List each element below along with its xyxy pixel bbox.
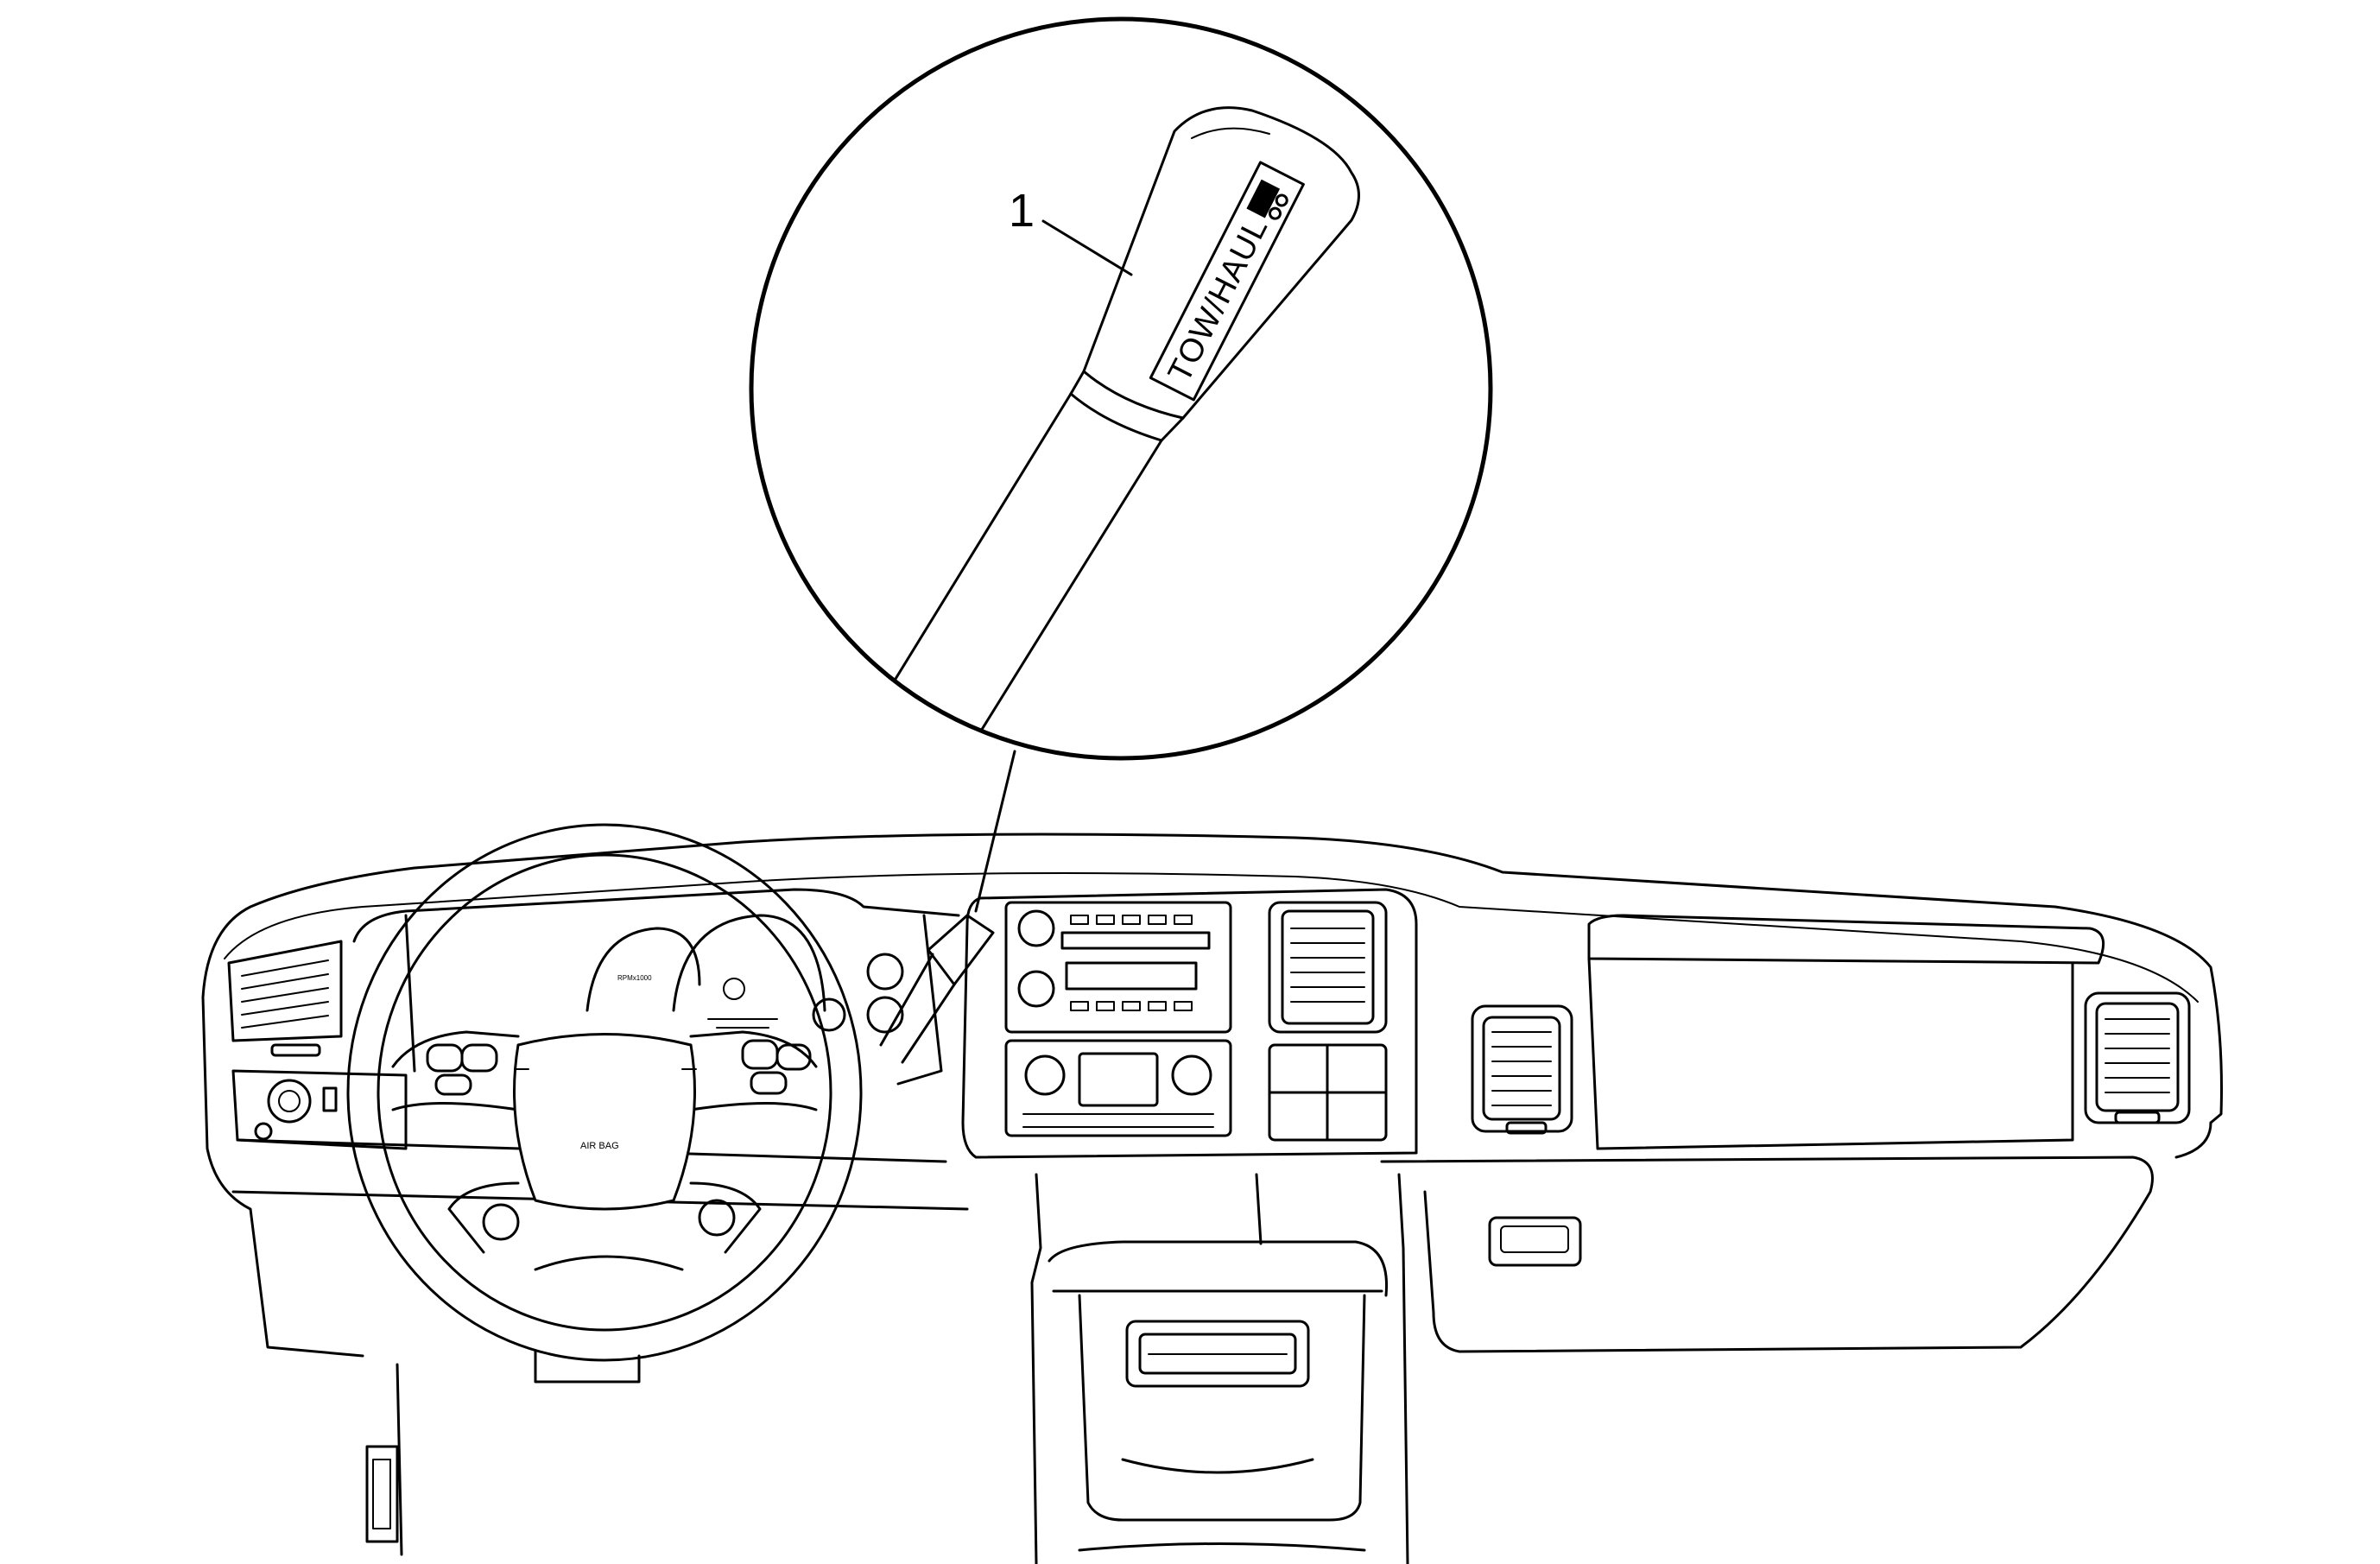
towhaul-button-on-shifter[interactable]: [927, 914, 995, 986]
steering-wheel: AIR BAG: [346, 823, 863, 1384]
callout-number: 1: [1009, 185, 1035, 237]
temp-knob[interactable]: [1171, 1054, 1212, 1096]
left-outer-vent: [227, 940, 343, 1057]
upper-glovebox: [1587, 914, 2105, 1150]
cluster-hood: [352, 888, 960, 943]
detail-view: TOW/HAUL: [749, 16, 1493, 761]
detail-circle: [749, 16, 1493, 761]
left-radio-controls[interactable]: [426, 1043, 498, 1096]
floor-console: [1030, 1173, 1409, 1564]
temp-gauge: [866, 996, 904, 1034]
steering-wheel-rim-outer: [346, 823, 863, 1362]
radio-volume-knob[interactable]: [1017, 909, 1055, 947]
instrument-panel: RPMx1000 AIR BAG: [201, 823, 2223, 1564]
dash-top-outline: [201, 833, 2223, 1124]
dash-left-end: [201, 996, 364, 1358]
center-stack: [961, 888, 1418, 1159]
callout-leader-line: [1041, 219, 1133, 276]
shift-lever-closeup: TOW/HAUL: [870, 106, 1360, 757]
tach-label: RPMx1000: [617, 974, 652, 982]
console-front-panel: [1078, 1294, 1366, 1522]
glovebox-latch[interactable]: [1488, 1216, 1582, 1267]
lower-right-spoke-button[interactable]: [698, 1199, 736, 1237]
right-outer-vent: [2084, 991, 2191, 1124]
shift-shaft-left-edge: [870, 392, 1073, 719]
lower-left-spoke-button[interactable]: [482, 1203, 520, 1241]
right-spoke-bottom: [689, 1102, 818, 1111]
airbag-label: AIR BAG: [580, 1141, 619, 1151]
towhaul-button-frame: [1149, 161, 1305, 402]
fan-knob[interactable]: [1024, 1054, 1066, 1096]
steering-wheel-rim-inner: [377, 853, 832, 1332]
left-spoke-top: [391, 1030, 520, 1068]
left-spoke-bottom: [391, 1102, 520, 1111]
headlamp-knob[interactable]: [267, 1079, 312, 1124]
climate-control[interactable]: [1004, 1039, 1232, 1137]
lower-right-spoke: [689, 1181, 762, 1254]
center-switch-bank[interactable]: [1268, 1043, 1388, 1142]
lower-left-spoke: [447, 1181, 520, 1254]
right-cruise-controls[interactable]: [741, 1039, 812, 1095]
shift-collar-top: [1069, 392, 1163, 442]
detail-connector-line: [974, 750, 1016, 913]
right-inner-vent: [1471, 1004, 1573, 1135]
shift-knob: [1082, 106, 1360, 420]
console-storage-opening: [1121, 1458, 1314, 1474]
dash-top-inner: [224, 872, 2199, 1003]
radio-tune-knob[interactable]: [1017, 970, 1055, 1008]
glovebox-lower-panel: [1380, 1156, 2154, 1353]
volt-gauge: [812, 997, 846, 1032]
hood-release-handle[interactable]: [365, 1445, 399, 1543]
center-bezel: [961, 888, 1418, 1159]
column-shifter: [879, 914, 995, 1064]
airbag-hub: [513, 1033, 696, 1211]
radio[interactable]: [1004, 901, 1232, 1034]
center-vent: [1268, 901, 1388, 1034]
steering-column-shroud: [534, 1350, 641, 1384]
instrument-cluster: RPMx1000: [586, 914, 904, 1034]
speedometer: [672, 914, 826, 1012]
shift-shaft-right-edge: [961, 439, 1163, 757]
right-spoke-top: [689, 1030, 818, 1068]
trailer-tow-icon: [1246, 179, 1288, 220]
console-ashtray[interactable]: [1125, 1320, 1310, 1388]
fuel-gauge: [866, 953, 904, 991]
tachometer: [586, 927, 701, 1012]
